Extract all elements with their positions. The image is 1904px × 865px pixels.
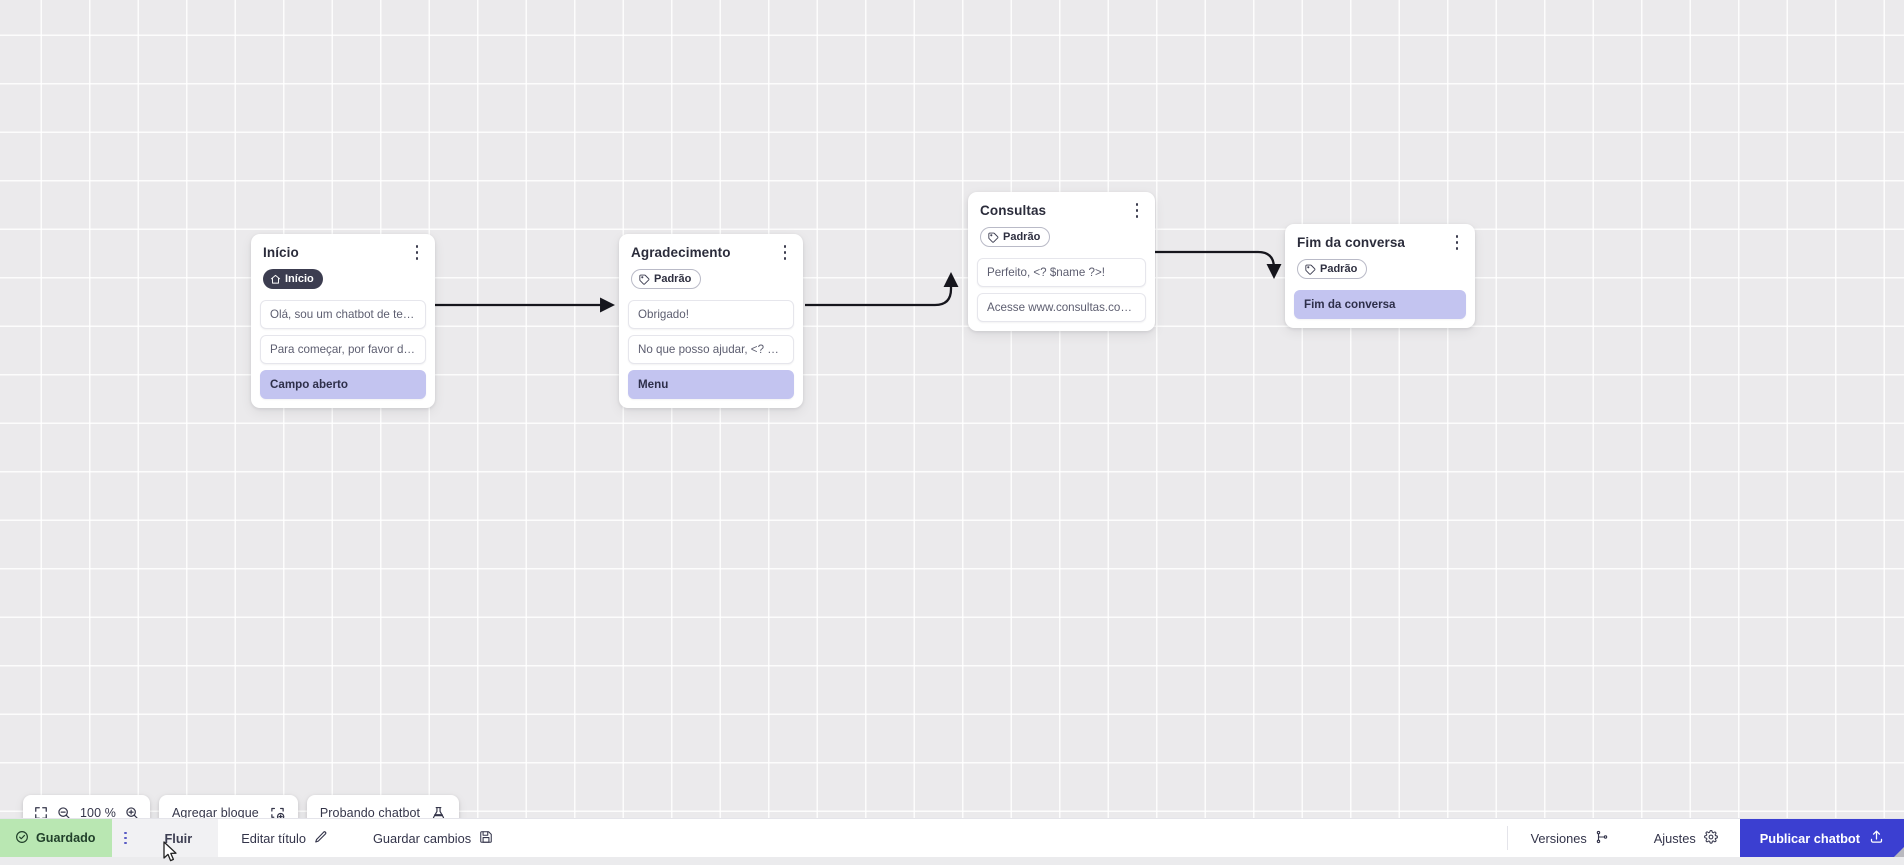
saved-label: Guardado [36, 831, 95, 845]
save-changes-label: Guardar cambios [373, 831, 471, 846]
node-message[interactable]: Para começar, por favor digite o ... [260, 335, 426, 364]
gear-icon [1704, 830, 1718, 847]
node-badge-label: Padrão [1320, 264, 1357, 275]
node-message-accent[interactable]: Menu [628, 370, 794, 399]
home-icon [270, 274, 281, 285]
node-badge-default[interactable]: Padrão [1297, 259, 1367, 279]
tag-icon [1305, 264, 1316, 275]
node-header: Fim da conversa Padrão [1285, 224, 1475, 290]
connector-layer [0, 0, 1904, 818]
node-badge-label: Padrão [1003, 232, 1040, 243]
node-badge-label: Início [285, 274, 314, 285]
save-disk-icon [479, 830, 493, 847]
node-message[interactable]: Perfeito, <? $name ?>! [977, 258, 1146, 287]
save-changes-button[interactable]: Guardar cambios [350, 819, 515, 857]
pencil-icon [314, 830, 328, 847]
node-menu-button[interactable] [778, 244, 792, 261]
tab-fluir-label: Fluir [164, 831, 192, 846]
status-bar-right: Versiones Ajustes Publicar chatbot [1507, 819, 1904, 857]
node-message-accent[interactable]: Campo aberto [260, 370, 426, 399]
node-badge-default[interactable]: Padrão [631, 269, 701, 289]
node-body: Fim da conversa [1285, 290, 1475, 328]
flow-canvas[interactable]: Início Início Olá, sou um chatbot de tes… [0, 0, 1904, 818]
versions-button[interactable]: Versiones [1508, 819, 1631, 857]
node-menu-button[interactable] [1450, 234, 1464, 251]
flow-node-consultas[interactable]: Consultas Padrão Perfeito, <? $name ?>! … [968, 192, 1155, 331]
tag-icon [639, 274, 650, 285]
flow-options-menu-button[interactable] [112, 819, 138, 857]
tab-fluir[interactable]: Fluir [138, 819, 218, 857]
node-message[interactable]: Acesse www.consultas.com par... [977, 293, 1146, 322]
publish-chatbot-button[interactable]: Publicar chatbot [1740, 819, 1904, 857]
flow-node-agradecimento[interactable]: Agradecimento Padrão Obrigado! No que po… [619, 234, 803, 408]
flow-node-inicio[interactable]: Início Início Olá, sou um chatbot de tes… [251, 234, 435, 408]
branch-icon [1595, 830, 1609, 847]
upload-icon [1869, 829, 1884, 847]
tag-icon [988, 232, 999, 243]
check-circle-icon [15, 830, 29, 847]
edge-agradecimento-consultas [805, 275, 951, 305]
node-title: Consultas [980, 203, 1143, 218]
publish-label: Publicar chatbot [1760, 831, 1860, 846]
node-body: Obrigado! No que posso ajudar, <? $name … [619, 300, 803, 408]
flow-node-fim-da-conversa[interactable]: Fim da conversa Padrão Fim da conversa [1285, 224, 1475, 328]
node-title: Início [263, 245, 423, 260]
node-body: Olá, sou um chatbot de teste! Para começ… [251, 300, 435, 408]
node-title: Fim da conversa [1297, 235, 1463, 250]
node-message[interactable]: No que posso ajudar, <? $name ... [628, 335, 794, 364]
node-title: Agradecimento [631, 245, 791, 260]
versions-label: Versiones [1531, 831, 1587, 846]
edit-title-button[interactable]: Editar título [218, 819, 350, 857]
settings-label: Ajustes [1654, 831, 1696, 846]
node-menu-button[interactable] [410, 244, 424, 261]
edit-title-label: Editar título [241, 831, 306, 846]
settings-button[interactable]: Ajustes [1631, 819, 1740, 857]
saved-indicator: Guardado [0, 819, 112, 857]
node-menu-button[interactable] [1130, 202, 1144, 219]
node-badge-default[interactable]: Padrão [980, 227, 1050, 247]
node-message[interactable]: Obrigado! [628, 300, 794, 329]
node-header: Consultas Padrão [968, 192, 1155, 258]
node-body: Perfeito, <? $name ?>! Acesse www.consul… [968, 258, 1155, 331]
bottom-status-bar: Guardado Fluir Editar título Guardar cam… [0, 818, 1904, 857]
node-badge-start[interactable]: Início [263, 269, 323, 289]
node-header: Início Início [251, 234, 435, 300]
node-badge-label: Padrão [654, 274, 691, 285]
node-message-accent[interactable]: Fim da conversa [1294, 290, 1466, 319]
node-header: Agradecimento Padrão [619, 234, 803, 300]
edge-consultas-fim [1155, 252, 1274, 276]
node-message[interactable]: Olá, sou um chatbot de teste! [260, 300, 426, 329]
status-bar-left: Guardado Fluir Editar título Guardar cam… [0, 819, 515, 857]
